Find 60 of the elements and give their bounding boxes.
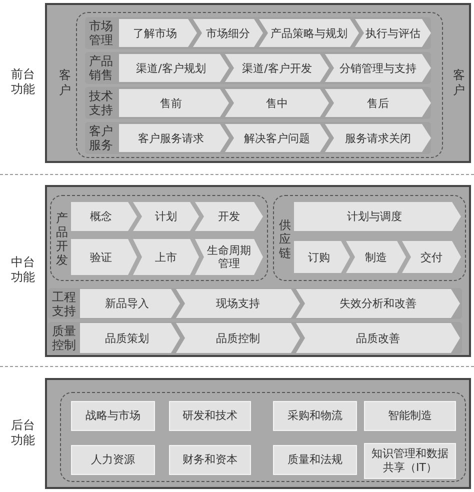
dashed-group-border	[60, 392, 466, 482]
chevron-step: 售后	[325, 89, 431, 117]
function-box: 质量和法规	[273, 445, 357, 475]
chevron-step: 上市	[133, 239, 199, 275]
section-heading: 中台功能	[10, 255, 36, 285]
chevron-step: 制造	[346, 241, 406, 273]
dashed-group-border	[76, 12, 443, 158]
chevron-step: 订购	[294, 241, 350, 273]
function-box: 财务和资本	[169, 445, 251, 475]
chevron-step: 现场支持	[176, 289, 300, 318]
process-row	[85, 52, 431, 84]
function-box: 人力资源	[71, 445, 155, 475]
function-box: 研发和技术	[169, 401, 251, 431]
chevron-step: 客户服务请求	[119, 124, 229, 152]
chevron-step: 交付	[402, 241, 461, 273]
chevron-step: 渠道/客户开发	[225, 54, 329, 82]
chevron-step: 新品导入	[80, 289, 180, 318]
chevron-step: 产品策略与规划	[259, 19, 359, 47]
process-row	[48, 322, 462, 354]
group-heading: 产品开发	[55, 211, 69, 267]
section-heading: 后台功能	[10, 418, 36, 448]
chevron-step: 解决客户问题	[225, 124, 329, 152]
chevron-step: 品质策划	[80, 323, 180, 353]
chevron-step: 市场细分	[193, 19, 263, 47]
function-box: 采购和物流	[273, 401, 357, 431]
process-row	[48, 288, 462, 319]
group-heading: 供应链	[278, 218, 292, 260]
chevron-step: 概念	[71, 202, 137, 231]
row-heading: 产品销售	[88, 54, 114, 82]
side-label: 客户	[58, 68, 72, 98]
function-box: 知识管理和数据共享（IT）	[364, 443, 456, 479]
chevron-step: 渠道/客户规划	[119, 54, 229, 82]
chevron-step: 计划与调度	[294, 202, 461, 231]
row-heading: 客户服务	[88, 124, 114, 152]
chevron-step: 生命周期管理	[195, 239, 263, 275]
chevron-step: 失效分析和改善	[296, 289, 460, 318]
chevron-step: 执行与评估	[355, 19, 431, 47]
process-row	[85, 122, 431, 154]
row-heading: 技术支持	[88, 89, 114, 117]
chevron-step: 售前	[119, 89, 229, 117]
chevron-step: 品质改善	[296, 323, 460, 353]
process-row	[85, 87, 431, 119]
dashed-group-border	[50, 195, 268, 281]
chevron-step: 分销管理与支持	[325, 54, 431, 82]
row-heading: 质量控制	[51, 324, 77, 352]
chevron-step: 售中	[225, 89, 329, 117]
row-heading: 工程支持	[51, 290, 77, 318]
chevron-step: 计划	[133, 202, 199, 231]
chevron-step: 了解市场	[119, 19, 197, 47]
dashed-group-border	[273, 195, 466, 281]
function-box: 战略与市场	[71, 401, 155, 431]
chevron-step: 品质控制	[176, 323, 300, 353]
function-box: 智能制造	[364, 401, 456, 431]
side-label: 客户	[452, 68, 466, 98]
process-row	[85, 17, 431, 49]
section-heading: 前台功能	[10, 67, 36, 97]
chevron-step: 开发	[195, 202, 263, 231]
row-heading: 市场管理	[88, 19, 114, 47]
chevron-step: 验证	[71, 239, 137, 275]
chevron-step: 服务请求关闭	[325, 124, 431, 152]
